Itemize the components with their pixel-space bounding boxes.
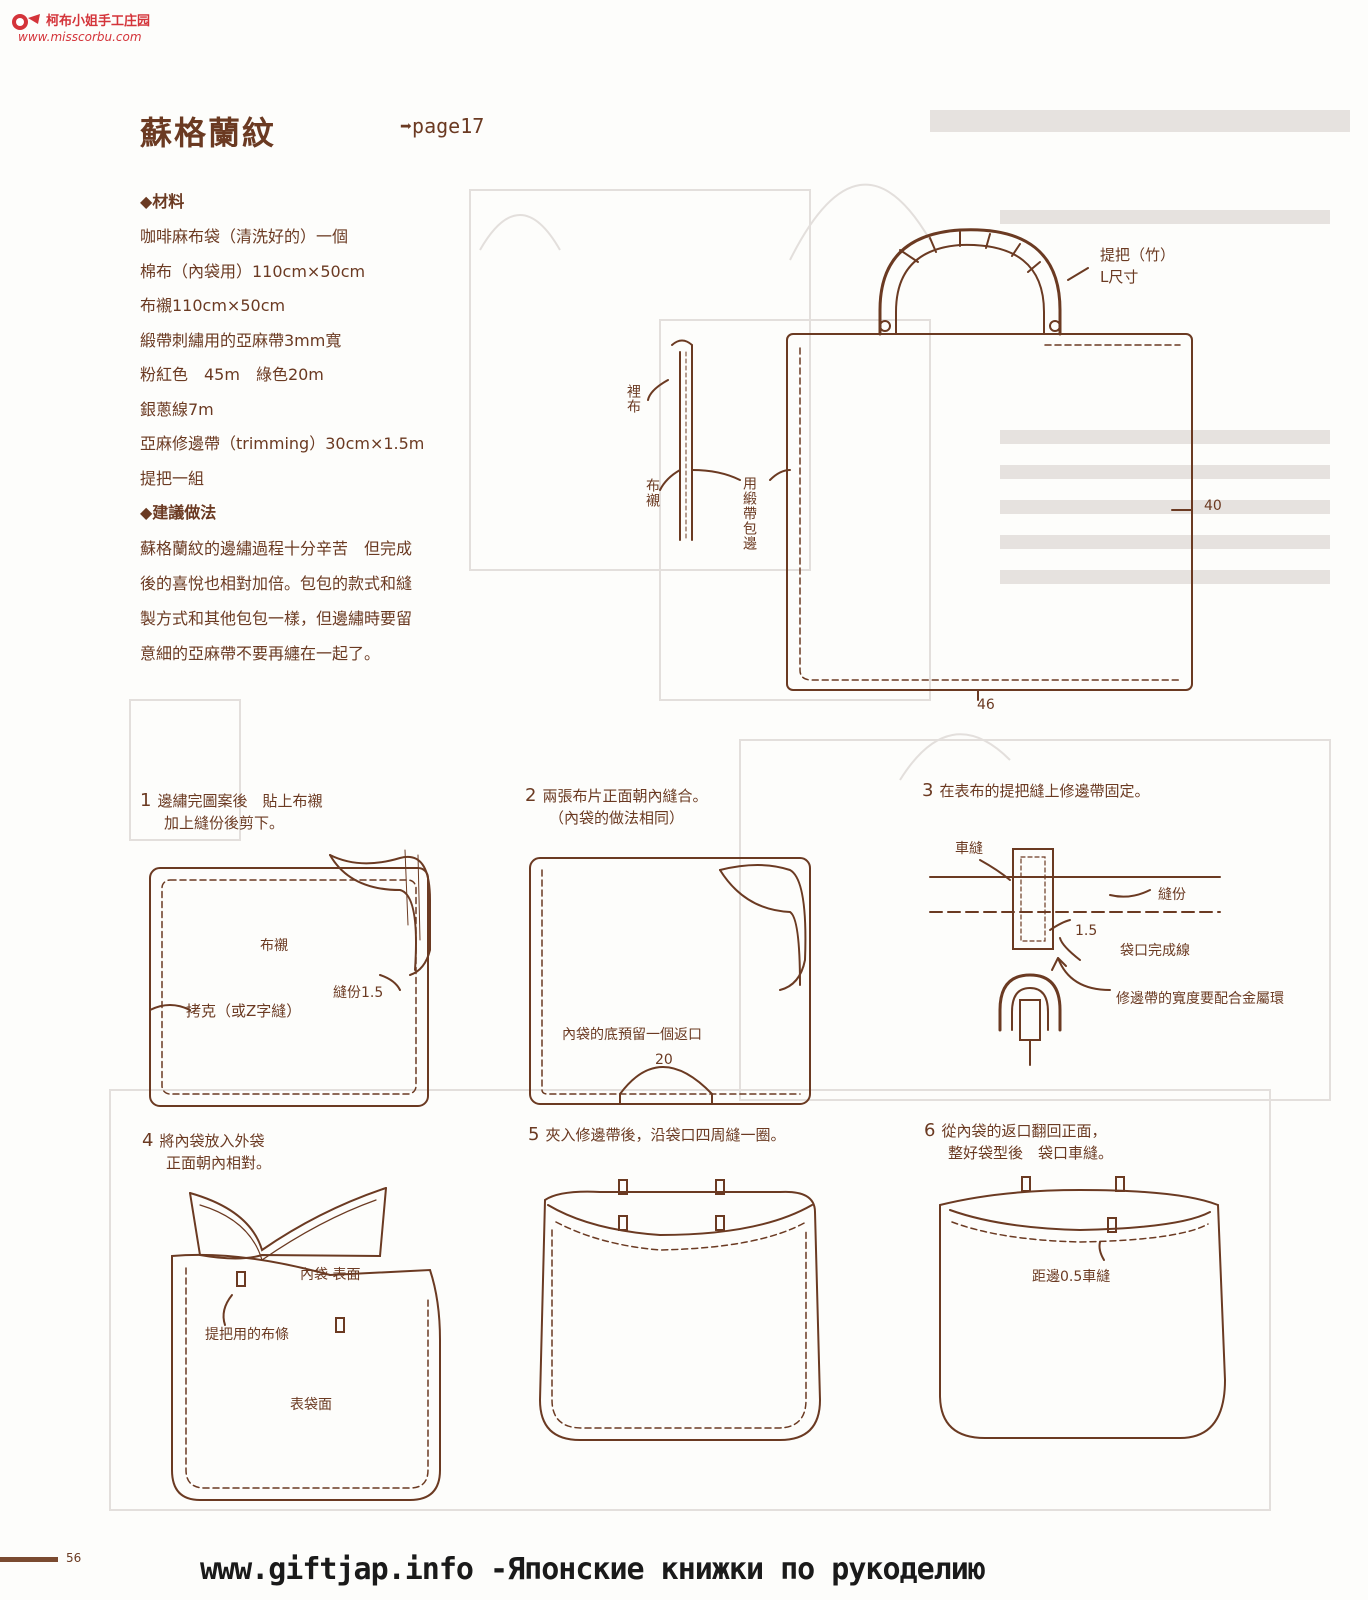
material-item: 布襯110cm×50cm xyxy=(140,296,286,315)
step4-diagram xyxy=(171,1187,441,1501)
material-item: 粉紅色 45m 綠色20m xyxy=(140,365,324,384)
step-number: 1 xyxy=(140,790,152,811)
page-reference: ➡page17 xyxy=(400,114,485,138)
step1-interfacing-label: 布襯 xyxy=(260,938,288,954)
main-bag-diagram xyxy=(647,228,1193,701)
material-item: 提把一組 xyxy=(140,468,205,488)
method-text-line: 蘇格蘭紋的邊繡過程十分辛苦 但完成 xyxy=(140,538,413,558)
step2-diagram xyxy=(529,857,811,1105)
lining-label: 裡布 xyxy=(625,384,641,414)
step6-topstitch-label: 距邊0.5車縫 xyxy=(1032,1269,1111,1285)
ribbon-binding-label: 用緞帶包邊 xyxy=(741,476,757,551)
step-number: 2 xyxy=(525,785,537,806)
step-number: 5 xyxy=(528,1124,540,1145)
step3-tab-width-note: 修邊帶的寬度要配合金屬環 xyxy=(1116,991,1284,1007)
step2-opening-size: 20 xyxy=(655,1052,673,1068)
step6-diagram xyxy=(939,1176,1227,1439)
method-heading: ◆建議做法 xyxy=(140,503,217,522)
footer-watermark: www.giftjap.info -Японские книжки по рук… xyxy=(200,1552,986,1587)
interfacing-label: 布襯 xyxy=(644,478,660,508)
page-title: 蘇格蘭紋 xyxy=(140,114,277,152)
step3-diagram xyxy=(929,848,1221,1066)
width-dimension: 46 xyxy=(977,697,995,713)
step-number: 3 xyxy=(922,780,934,801)
step3-finish-line-label: 袋口完成線 xyxy=(1120,943,1190,959)
material-item: 咖啡麻布袋（清洗好的）一個 xyxy=(140,227,349,246)
materials-heading: ◆材料 xyxy=(140,192,185,211)
step4-outer-face-label: 表袋面 xyxy=(290,1397,332,1413)
handle-size-label: L尺寸 xyxy=(1100,268,1139,286)
step4-handle-strip-label: 提把用的布條 xyxy=(205,1327,289,1343)
step-number: 6 xyxy=(924,1120,936,1141)
step3-stitch-label: 車縫 xyxy=(955,841,983,857)
logo-title: 柯布小姐手工庄园 xyxy=(46,14,151,29)
material-item: 銀蔥線7m xyxy=(140,399,214,419)
step1-seam-allowance-label: 縫份1.5 xyxy=(333,985,384,1001)
materials-section: ◆材料 咖啡麻布袋（清洗好的）一個 棉布（內袋用）110cm×50cm 布襯11… xyxy=(140,188,500,671)
step3-width-label: 1.5 xyxy=(1075,923,1098,939)
step1-diagram xyxy=(149,849,431,1107)
material-item: 亞麻修邊帶（trimming）30cm×1.5m xyxy=(140,434,425,453)
step3-seam-allowance-label: 縫份 xyxy=(1158,887,1186,903)
method-text-line: 意細的亞麻帶不要再纏在一起了。 xyxy=(140,643,381,663)
method-text-line: 製方式和其他包包一樣，但邊繡時要留 xyxy=(140,608,413,628)
method-text-line: 後的喜悅也相對加倍。包包的款式和縫 xyxy=(140,573,413,593)
site-logo-icon xyxy=(12,14,40,30)
logo-url: www.misscorbu.com xyxy=(18,30,142,44)
material-item: 緞帶刺繡用的亞麻帶3mm寬 xyxy=(140,330,342,350)
height-dimension: 40 xyxy=(1204,498,1222,514)
step-number: 4 xyxy=(142,1130,154,1151)
page-number-bar xyxy=(0,1557,58,1562)
handle-label: 提把（竹） xyxy=(1100,246,1176,264)
step1-overlock-label: 拷克（或Z字縫） xyxy=(186,1002,302,1020)
step5-diagram xyxy=(538,1179,822,1441)
material-item: 棉布（內袋用）110cm×50cm xyxy=(140,261,366,281)
page-number: 56 xyxy=(66,1551,82,1565)
step4-inner-bag-label: 內袋 表面 xyxy=(300,1267,361,1283)
step2-opening-label: 內袋的底預留一個返口 xyxy=(562,1027,702,1043)
